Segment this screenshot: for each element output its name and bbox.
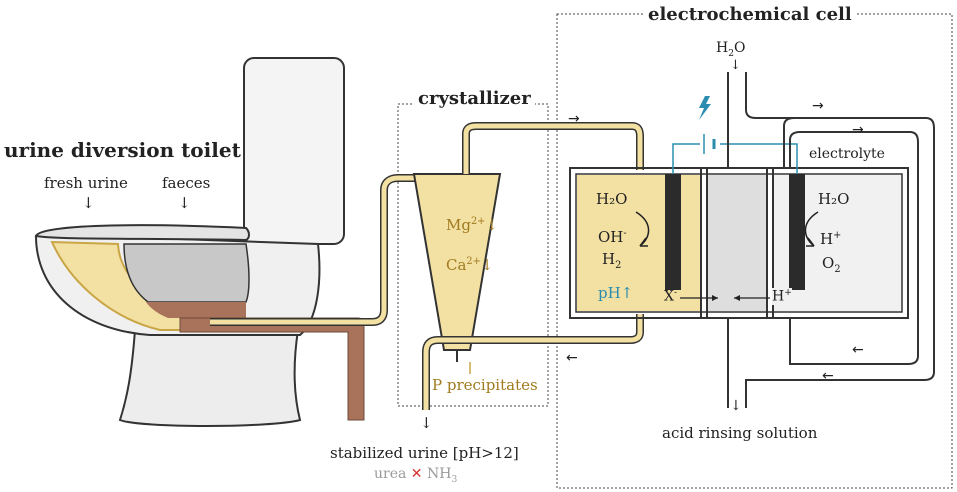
feed-pipe bbox=[462, 122, 644, 174]
ca-charge: 2+ bbox=[466, 256, 481, 267]
mg-symbol: Mg bbox=[446, 216, 471, 234]
stabilized-arrow: ↓ bbox=[420, 414, 433, 432]
membrane-x: X- bbox=[664, 288, 677, 305]
middle-chamber bbox=[707, 175, 767, 311]
fresh-urine-label: fresh urine bbox=[44, 174, 128, 192]
h2-symbol: H bbox=[602, 250, 616, 268]
anode-h-symbol: H bbox=[820, 230, 834, 248]
urea-label: urea bbox=[374, 466, 407, 482]
flow-arrow-5: → bbox=[568, 111, 580, 127]
oh-charge: - bbox=[623, 228, 627, 239]
anode-h-charge: + bbox=[833, 230, 842, 241]
h2-subscript: 2 bbox=[615, 260, 622, 271]
anode-electrode bbox=[789, 174, 805, 290]
x-charge: - bbox=[673, 288, 678, 298]
flow-arrow-4: ← bbox=[822, 368, 834, 384]
ca-arrow: ↓ bbox=[480, 256, 494, 274]
cell-inner bbox=[575, 173, 903, 313]
nh3-subscript: 3 bbox=[451, 474, 458, 485]
cathode-h2: H2 bbox=[602, 250, 621, 271]
water-sub: 2 bbox=[728, 48, 735, 59]
acid-label: acid rinsing solution bbox=[662, 424, 818, 442]
crystallizer-cone bbox=[412, 173, 502, 351]
electrolyte-label: electrolyte bbox=[806, 146, 888, 162]
anode-h: H+ bbox=[820, 230, 841, 248]
h-symbol: H bbox=[772, 288, 785, 305]
cell: → → ← ← → ← bbox=[566, 72, 935, 408]
urea-reaction: urea ✕ NH3 bbox=[374, 466, 457, 485]
toilet-base bbox=[118, 329, 302, 427]
lightning-icon bbox=[699, 96, 711, 120]
stabilized-label: stabilized urine [pH>12] bbox=[330, 444, 519, 462]
mg-charge: 2+ bbox=[470, 216, 486, 227]
faeces-arrow: ↓ bbox=[178, 194, 191, 212]
blocked-arrow-icon: ✕ bbox=[410, 466, 423, 482]
water-inlet-arrow: ↓ bbox=[730, 58, 741, 73]
toilet-title: urine diversion toilet bbox=[4, 138, 241, 162]
cell-title: electrochemical cell bbox=[644, 4, 856, 25]
precipitates-label: P precipitates bbox=[432, 376, 538, 394]
water-o: O bbox=[734, 40, 746, 56]
faeces-layer bbox=[146, 302, 246, 318]
electrolyte-loop bbox=[789, 131, 919, 365]
water-inlet-label: H2O bbox=[716, 40, 746, 59]
nh3-label: NH3 bbox=[426, 466, 458, 485]
cathode-oh: OH- bbox=[598, 228, 627, 246]
crystallizer-title: crystallizer bbox=[414, 88, 535, 109]
flow-arrow-3: ← bbox=[852, 342, 864, 358]
toilet-tank bbox=[243, 57, 345, 245]
toilet-seat bbox=[34, 224, 250, 242]
fresh-urine-arrow: ↓ bbox=[82, 194, 95, 212]
membrane-h: H+ bbox=[772, 288, 792, 305]
ca-symbol: Ca bbox=[446, 256, 467, 274]
anode-o2: O2 bbox=[822, 254, 841, 275]
flow-arrow-6: ← bbox=[566, 350, 578, 366]
wire bbox=[672, 143, 798, 174]
flow-arrow-2: → bbox=[852, 122, 864, 138]
o2-symbol: O bbox=[822, 254, 835, 272]
cell-outer bbox=[569, 167, 909, 319]
acid-arrow: ↓ bbox=[730, 398, 742, 414]
o2-subscript: 2 bbox=[834, 264, 841, 275]
oh-symbol: OH bbox=[598, 228, 624, 246]
crystallizer bbox=[412, 122, 644, 410]
anode-water: H₂O bbox=[818, 190, 850, 208]
nh3-symbol: NH bbox=[426, 466, 452, 482]
faeces-label: faeces bbox=[162, 174, 211, 192]
cathode-electrode bbox=[665, 174, 681, 290]
faeces-compartment bbox=[123, 243, 250, 303]
toilet bbox=[34, 57, 420, 427]
ca-label: Ca2+↓ bbox=[446, 256, 493, 274]
mg-arrow: ↓ bbox=[485, 216, 498, 234]
ph-label: pH↑ bbox=[598, 284, 634, 302]
h-charge: + bbox=[784, 288, 792, 298]
water-inlet-pipe bbox=[727, 72, 935, 408]
x-symbol: X bbox=[664, 288, 674, 305]
mg-label: Mg2+↓ bbox=[446, 216, 498, 234]
crystallizer-box bbox=[397, 103, 549, 407]
flow-arrow-1: → bbox=[812, 98, 824, 114]
cathode-water: H₂O bbox=[596, 190, 628, 208]
water-h: H bbox=[716, 40, 729, 56]
